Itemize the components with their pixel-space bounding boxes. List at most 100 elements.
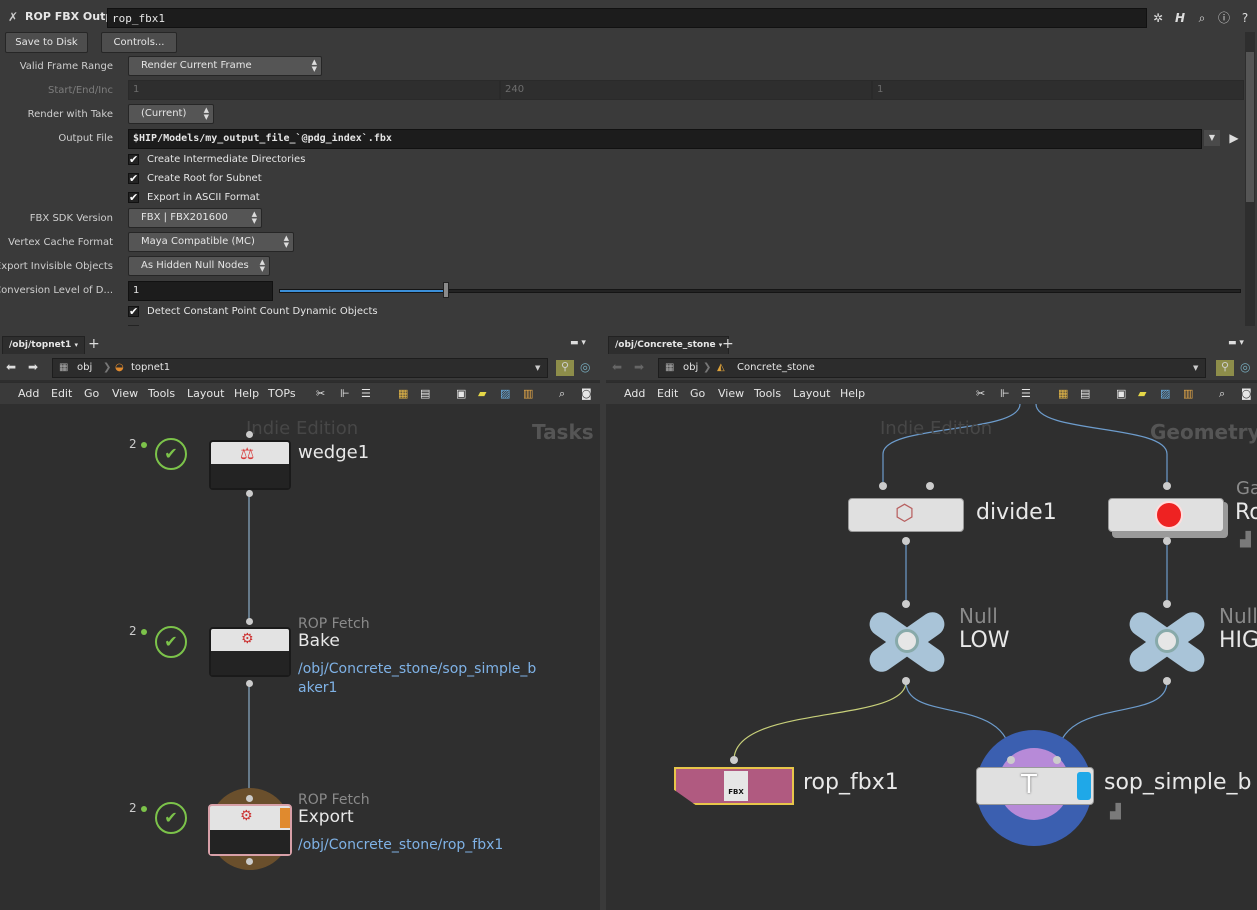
path-concrete-stone[interactable]: Concrete_stone <box>737 362 815 373</box>
export-invisible-menu[interactable]: As Hidden Null Nodes▲▼ <box>128 256 270 276</box>
node-null-low[interactable] <box>864 607 950 677</box>
network-path[interactable]: ▦ obj ❯ ◒ topnet1 ▼ <box>52 358 548 378</box>
conversion-level-slider-handle[interactable] <box>443 282 449 298</box>
bundle-icon[interactable]: ▥ <box>523 387 534 400</box>
menu-layout[interactable]: Layout <box>187 387 225 400</box>
search-icon[interactable]: ⌕ <box>1198 11 1206 25</box>
search-icon[interactable]: ⌕ <box>1219 387 1226 400</box>
list-icon[interactable]: ☰ <box>1021 387 1031 400</box>
tab-menu-icon[interactable]: ▾ <box>718 341 723 349</box>
node-wedge1[interactable]: ⚖ <box>209 440 291 490</box>
checkmark-icon: ✔ <box>128 153 139 166</box>
tops-canvas[interactable]: Indie Edition Tasks 2 ✔ ⚖ wedge1 2 ✔ ⚙ <box>0 404 600 910</box>
conversion-level-slider-track[interactable] <box>279 289 1241 293</box>
inc-field[interactable]: 1 <box>872 80 1244 100</box>
node-null-hig[interactable] <box>1124 607 1210 677</box>
network-path[interactable]: ▦ obj ❯ ◭ Concrete_stone ▼ <box>658 358 1206 378</box>
note-icon[interactable]: ▰ <box>478 387 487 400</box>
path-obj[interactable]: obj <box>683 362 699 373</box>
note-icon[interactable]: ▰ <box>1138 387 1147 400</box>
pin-icon[interactable]: ⚲ <box>1216 360 1234 376</box>
save-to-disk-button[interactable]: Save to Disk <box>5 32 88 53</box>
menu-help[interactable]: Help <box>840 387 866 400</box>
menu-tools[interactable]: Tools <box>754 387 782 400</box>
help-icon[interactable]: ? <box>1241 11 1249 25</box>
link-icon[interactable]: ◎ <box>580 360 591 374</box>
tools-icon[interactable]: ✂ <box>976 387 986 400</box>
pane-divider-horizontal[interactable] <box>0 326 1257 334</box>
menu-tops[interactable]: TOPs <box>268 387 296 400</box>
menu-add[interactable]: Add <box>624 387 646 400</box>
valid-frame-range-menu[interactable]: Render Current Frame▲▼ <box>128 56 322 76</box>
grid-icon[interactable]: ▦ <box>1058 387 1069 400</box>
image-icon[interactable]: ▣ <box>456 387 467 400</box>
bundle-icon[interactable]: ▥ <box>1183 387 1194 400</box>
pin-icon[interactable]: ⚲ <box>556 360 574 376</box>
node-sop-simple-baker[interactable]: T <box>976 767 1094 805</box>
vertex-cache-format-menu[interactable]: Maya Compatible (MC)▲▼ <box>128 232 294 252</box>
end-field[interactable]: 240 <box>500 80 872 100</box>
node-rop-fbx1[interactable]: FBX <box>674 767 794 805</box>
tab-concrete-stone[interactable]: /obj/Concrete_stone ▾ <box>608 336 730 354</box>
output-file-dropdown-icon[interactable]: ▼ <box>1204 130 1220 146</box>
fbx-sdk-version-value: FBX | FBX201600 <box>141 212 228 223</box>
menu-edit[interactable]: Edit <box>51 387 73 400</box>
start-field[interactable]: 1 <box>128 80 500 100</box>
file-chooser-icon[interactable]: ▶ <box>1229 131 1239 145</box>
search-icon[interactable]: ⌕ <box>559 387 566 400</box>
node-divide1[interactable]: ⬡ <box>848 498 964 532</box>
node-name-field[interactable]: rop_fbx1 <box>107 8 1147 28</box>
path-obj[interactable]: obj <box>77 362 93 373</box>
node-bake[interactable]: ⚙ <box>209 627 291 677</box>
menu-view[interactable]: View <box>112 387 139 400</box>
node-export[interactable]: ⚙ <box>208 804 292 856</box>
menu-help[interactable]: Help <box>234 387 260 400</box>
pane-menu-icon[interactable]: ▬ ▾ <box>1228 338 1244 348</box>
add-tab-icon[interactable]: + <box>88 336 100 352</box>
menu-edit[interactable]: Edit <box>657 387 679 400</box>
path-dropdown-icon[interactable]: ▼ <box>1193 364 1199 372</box>
back-arrow-icon[interactable]: ⬅ <box>6 360 17 374</box>
tree-icon[interactable]: ⊩ <box>1000 387 1010 400</box>
fbx-sdk-version-menu[interactable]: FBX | FBX201600▲▼ <box>128 208 262 228</box>
output-file-field[interactable]: $HIP/Models/my_output_file_`@pdg_index`.… <box>128 129 1202 149</box>
geometry-canvas[interactable]: Indie Edition Geometry ⬡ divide1 Ga Ro ▟ <box>606 404 1257 910</box>
pane-menu-icon[interactable]: ▬ ▾ <box>570 338 586 348</box>
image-icon[interactable]: ▣ <box>1116 387 1127 400</box>
path-topnet1[interactable]: topnet1 <box>131 362 171 373</box>
menu-tools[interactable]: Tools <box>148 387 176 400</box>
tools-icon[interactable]: ✂ <box>316 387 326 400</box>
back-arrow-icon[interactable]: ⬅ <box>612 360 623 374</box>
link-icon[interactable]: ◎ <box>1240 360 1251 374</box>
camera-icon[interactable]: ◙ <box>581 387 592 400</box>
node-ro[interactable] <box>1108 498 1224 532</box>
path-dropdown-icon[interactable]: ▼ <box>535 364 541 372</box>
grid-icon[interactable]: ▦ <box>398 387 409 400</box>
list-icon[interactable]: ☰ <box>361 387 371 400</box>
tab-topnet1[interactable]: /obj/topnet1 ▾ <box>2 336 85 354</box>
menu-add[interactable]: Add <box>18 387 40 400</box>
add-tab-icon[interactable]: + <box>722 336 734 352</box>
forward-arrow-icon[interactable]: ➡ <box>634 360 645 374</box>
tab-menu-icon[interactable]: ▾ <box>74 341 78 349</box>
param-scrollbar-thumb[interactable] <box>1246 52 1254 202</box>
grid-list-icon[interactable]: ▤ <box>1080 387 1091 400</box>
camera-icon[interactable]: ◙ <box>1241 387 1252 400</box>
tree-icon[interactable]: ⊩ <box>340 387 350 400</box>
grid-list-icon[interactable]: ▤ <box>420 387 431 400</box>
info-icon[interactable]: ⓘ <box>1217 11 1230 25</box>
help-h-icon[interactable]: H <box>1174 11 1186 25</box>
param-scrollbar[interactable] <box>1245 32 1255 326</box>
render-with-take-menu[interactable]: (Current)▲▼ <box>128 104 214 124</box>
menu-go[interactable]: Go <box>690 387 706 400</box>
menu-go[interactable]: Go <box>84 387 100 400</box>
picture-icon[interactable]: ▨ <box>500 387 511 400</box>
pane-divider-vertical[interactable] <box>600 334 606 910</box>
forward-arrow-icon[interactable]: ➡ <box>28 360 39 374</box>
menu-view[interactable]: View <box>718 387 745 400</box>
conversion-level-field[interactable]: 1 <box>128 281 273 301</box>
controls-button[interactable]: Controls... <box>101 32 177 53</box>
menu-layout[interactable]: Layout <box>793 387 831 400</box>
picture-icon[interactable]: ▨ <box>1160 387 1171 400</box>
gear-icon[interactable]: ✲ <box>1152 11 1164 25</box>
